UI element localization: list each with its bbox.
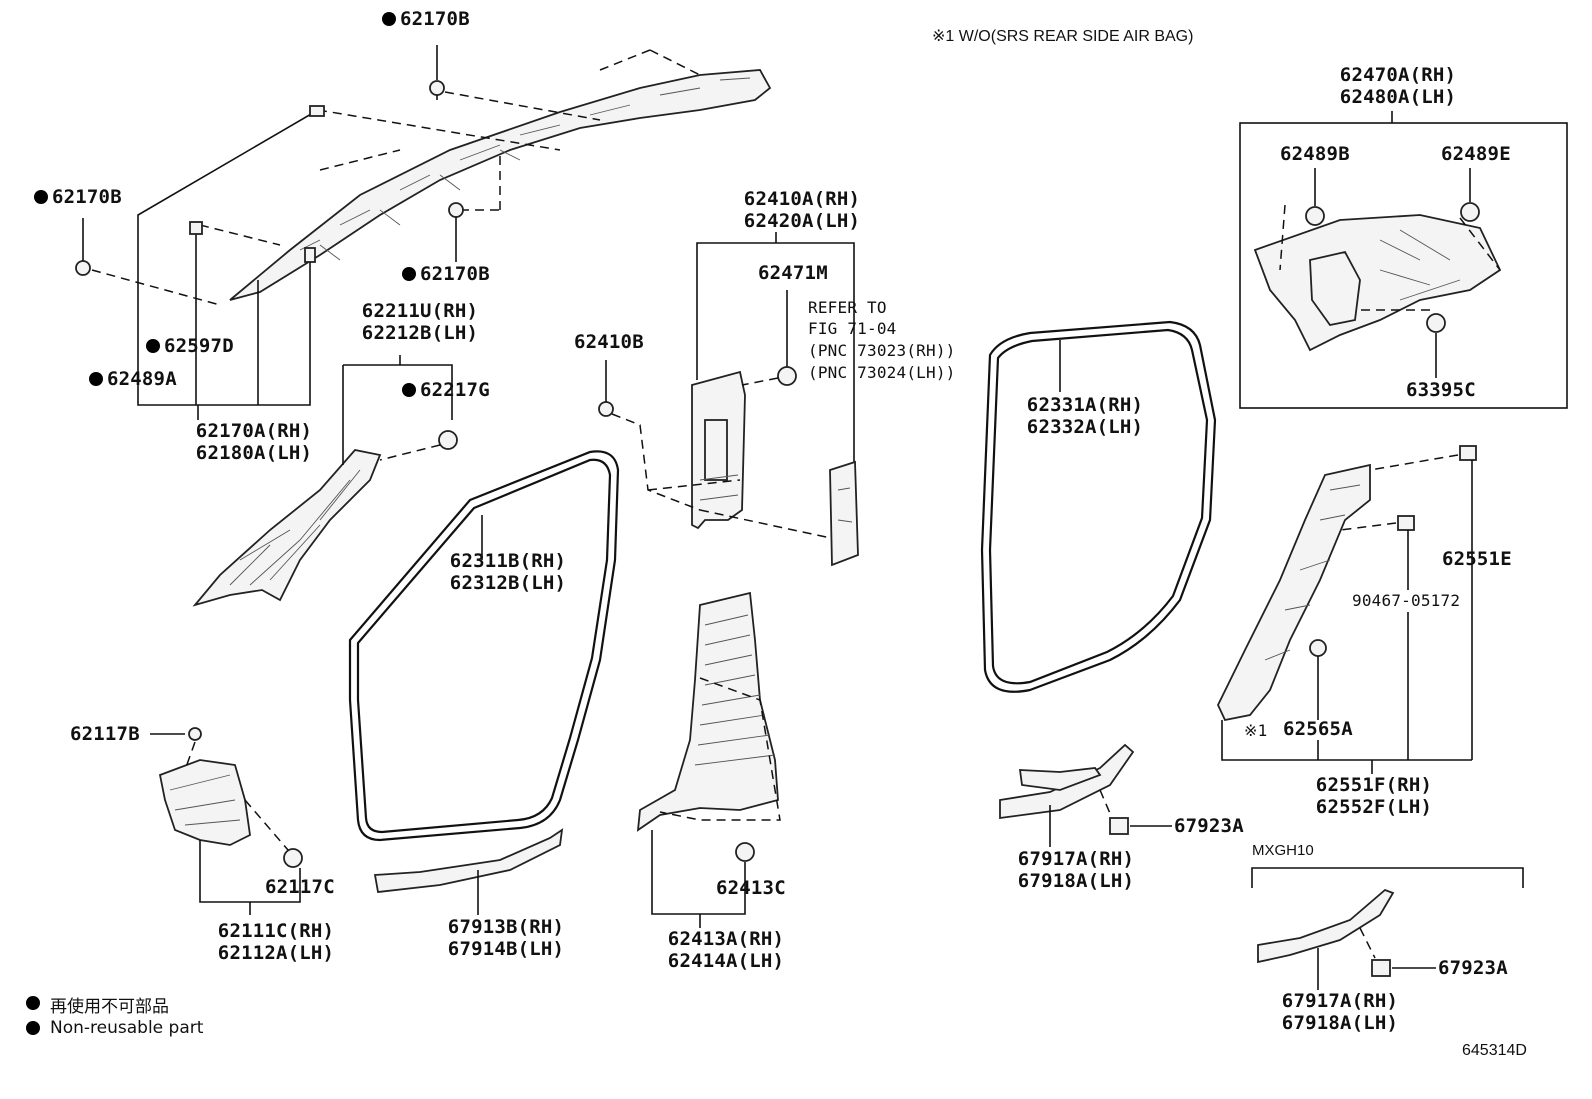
label-62311B: 62311B(RH) <box>449 550 567 572</box>
label-67913B: 67913B(RH) <box>447 916 565 938</box>
label-67914B: 67914B(LH) <box>447 938 565 960</box>
label-mxgh10: MXGH10 <box>1252 842 1314 859</box>
seatbelt-anchor-cover <box>829 460 859 567</box>
quarter-trim-box <box>1239 122 1568 409</box>
clip-62413C <box>735 842 755 862</box>
clip-62117C <box>283 848 303 868</box>
refer-line-3: (PNC 73023(RH)) <box>808 341 956 360</box>
clip-62489B <box>1305 206 1325 226</box>
front-pillar-garnish <box>192 449 382 607</box>
refer-line-4: (PNC 73024(LH)) <box>808 363 956 382</box>
label-67923A-2: 67923A <box>1438 957 1508 979</box>
rear-pillar-garnish <box>1217 463 1371 722</box>
cowl-side-trim <box>158 759 251 846</box>
front-door-weatherstrip <box>348 450 620 842</box>
label-62489B: 62489B <box>1280 143 1350 165</box>
label-62211U: 62211U(RH) <box>361 300 479 322</box>
non-reusable-mark <box>34 190 48 204</box>
non-reusable-mark <box>402 383 416 397</box>
clip-62217G <box>438 430 458 450</box>
roof-side-garnish <box>229 69 772 301</box>
label-67923A-1: 67923A <box>1174 815 1244 837</box>
label-62471M: 62471M <box>758 262 828 284</box>
label-62117C: 62117C <box>265 876 335 898</box>
rear-scuff-plate <box>999 743 1135 820</box>
refer-line-2: FIG 71-04 <box>808 319 897 338</box>
label-62170B-top: 62170B <box>382 8 470 30</box>
clip-62565A <box>1309 639 1327 657</box>
label-62551E: 62551E <box>1442 548 1512 570</box>
label-63395C: 63395C <box>1406 379 1476 401</box>
label-62597D: 62597D <box>146 335 234 357</box>
clip-62170B-mid <box>448 202 464 262</box>
label-62170B-left: 62170B <box>34 186 122 208</box>
label-62117B: 62117B <box>70 723 140 745</box>
label-90467: 90467-05172 <box>1352 591 1461 610</box>
non-reusable-mark <box>89 372 103 386</box>
legend-jp: 再使用不可部品 <box>50 997 169 1017</box>
clip-62410B <box>598 401 614 417</box>
label-62489A: 62489A <box>89 368 177 390</box>
front-scuff-plate <box>373 828 564 893</box>
label-62414A: 62414A(LH) <box>667 950 785 972</box>
center-pillar-lower-garnish <box>636 591 779 832</box>
label-62489E: 62489E <box>1441 143 1511 165</box>
clip-63395C <box>1426 313 1446 333</box>
non-reusable-mark <box>146 339 160 353</box>
clip-62170B-top <box>429 45 445 100</box>
label-67917A-1: 67917A(RH) <box>1017 848 1135 870</box>
center-pillar-upper-garnish <box>691 370 746 530</box>
quarter-trim-panel <box>1253 214 1502 352</box>
label-67917A-2: 67917A(RH) <box>1281 990 1399 1012</box>
label-62170A: 62170A(RH) <box>195 420 313 442</box>
diagram-id: 645314D <box>1462 1042 1527 1059</box>
label-62470A: 62470A(RH) <box>1339 64 1457 86</box>
rear-door-weatherstrip <box>980 320 1217 693</box>
label-62217G: 62217G <box>402 379 490 401</box>
clip-90467 <box>1397 515 1415 531</box>
non-reusable-mark <box>382 12 396 26</box>
clip-62471M <box>777 366 797 386</box>
label-62312B: 62312B(LH) <box>449 572 567 594</box>
label-62413C: 62413C <box>716 877 786 899</box>
rear-scuff-plate-mxgh10 <box>1257 888 1395 964</box>
clip-67923A-1 <box>1109 817 1129 835</box>
header-note: ※1 W/O(SRS REAR SIDE AIR BAG) <box>932 28 1194 45</box>
label-62565A: 62565A <box>1283 718 1353 740</box>
legend-en: Non-reusable part <box>50 1018 204 1038</box>
label-62420A: 62420A(LH) <box>743 210 861 232</box>
label-62180A: 62180A(LH) <box>195 442 313 464</box>
clip-62117B <box>188 727 202 741</box>
label-62552F: 62552F(LH) <box>1315 796 1433 818</box>
label-62331A: 62331A(RH) <box>1026 394 1144 416</box>
label-62112A: 62112A(LH) <box>217 942 335 964</box>
label-62410B: 62410B <box>574 331 644 353</box>
clip-62170B-left <box>75 218 91 276</box>
label-62111C: 62111C(RH) <box>217 920 335 942</box>
label-62170B-mid: 62170B <box>402 263 490 285</box>
label-mark1: ※1 <box>1244 721 1268 740</box>
refer-line-1: REFER TO <box>808 298 887 317</box>
label-62410A: 62410A(RH) <box>743 188 861 210</box>
label-67918A-1: 67918A(LH) <box>1017 870 1135 892</box>
clip-67923A-2 <box>1371 959 1391 977</box>
label-67918A-2: 67918A(LH) <box>1281 1012 1399 1034</box>
label-62551F: 62551F(RH) <box>1315 774 1433 796</box>
label-62212B: 62212B(LH) <box>361 322 479 344</box>
label-62332A: 62332A(LH) <box>1026 416 1144 438</box>
non-reusable-mark <box>402 267 416 281</box>
clip-62489E <box>1460 202 1480 222</box>
label-62413A: 62413A(RH) <box>667 928 785 950</box>
clip-62551E <box>1459 445 1477 461</box>
label-62480A: 62480A(LH) <box>1339 86 1457 108</box>
